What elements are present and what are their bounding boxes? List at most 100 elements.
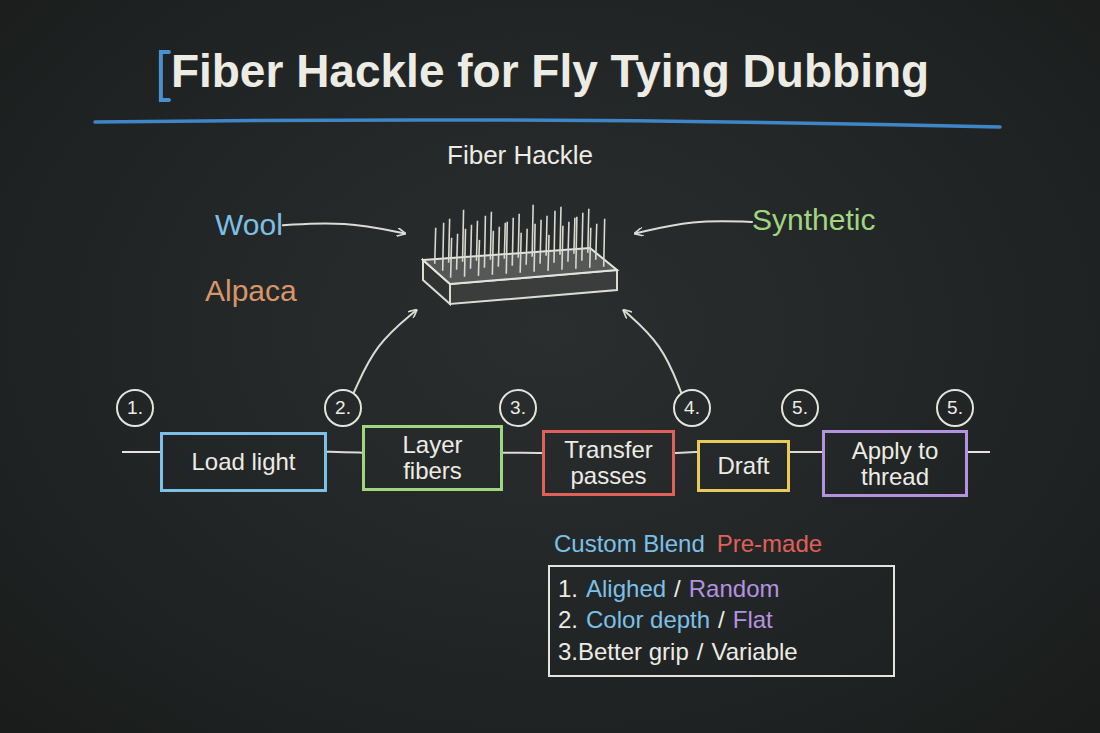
hackle-illustration: Fiber Hackle [405, 140, 635, 310]
hackle-pin [451, 238, 452, 278]
step-text: Layer fibers [374, 432, 491, 484]
table-cell: Alighed [586, 573, 666, 604]
timeline-link [503, 452, 542, 454]
hackle-pin [435, 228, 436, 264]
hackle-pin [484, 216, 485, 268]
hackle-pin [465, 229, 466, 277]
hackle-pin [470, 225, 471, 269]
table-cell: Flat [733, 604, 773, 635]
table-row: 3.Better grip /Variable [558, 636, 883, 667]
hackle-pin [562, 226, 563, 270]
table-frame: 1.Alighed/Random2.Color depth/Flat3.Bett… [548, 565, 895, 677]
hackle-pin [490, 212, 491, 260]
step-number-text: 4. [684, 397, 700, 419]
hackle-pin [492, 231, 493, 275]
step-number: 4. [673, 389, 711, 427]
hackle-pin [574, 218, 575, 254]
timeline-link [327, 451, 362, 454]
table-cell: 3.Better grip [558, 636, 689, 667]
table-cell: Random [689, 573, 780, 604]
table-cell: 1. [558, 573, 578, 604]
step-text: Load light [191, 449, 295, 475]
material-label: Alpaca [205, 274, 297, 308]
step-number: 5. [936, 389, 974, 427]
hackle-pin [548, 235, 549, 271]
step-text: Draft [717, 453, 769, 479]
hackle-pin [568, 222, 569, 262]
hackle-pin [520, 233, 521, 273]
flow-arrow [624, 310, 682, 392]
step-number: 2. [324, 389, 362, 427]
hackle-pin [596, 224, 597, 260]
step-number: 3. [499, 389, 537, 427]
step-number-text: 3. [510, 397, 526, 419]
hackle-pin [478, 240, 479, 276]
hackle-pin [476, 221, 477, 261]
table-header: Custom Blend Pre-made [548, 528, 895, 559]
hackle-pin [546, 216, 547, 256]
hackle-pin [512, 218, 513, 266]
flow-arrow [354, 310, 417, 392]
step-box: Transfer passes [542, 430, 675, 496]
step-number-text: 5. [947, 397, 963, 419]
hackle-pin [463, 210, 464, 262]
step-number: 5. [781, 389, 819, 427]
hackle-pin [582, 213, 583, 261]
table-heading: Pre-made [717, 528, 822, 559]
hackle-pin [554, 211, 555, 263]
material-text: Wool [215, 208, 283, 243]
timeline-stub [968, 451, 990, 453]
step-box: Layer fibers [362, 425, 503, 491]
flow-arrow [635, 221, 752, 233]
material-label: Wool [215, 208, 283, 243]
step-number: 1. [116, 389, 154, 427]
hackle-pin [576, 217, 577, 269]
timeline-stub [122, 451, 160, 453]
step-box: Load light [160, 432, 327, 492]
table-row: 1. Alighed / Random [558, 573, 883, 604]
table-cell: / [697, 636, 704, 667]
hackle-pin [532, 205, 533, 257]
hackle-pin [498, 227, 499, 267]
hackle-pin [590, 228, 591, 268]
hackle-pin [588, 209, 589, 253]
hackle-pin [560, 207, 561, 255]
table-cell: Color depth [586, 604, 710, 635]
hackle-pin [534, 224, 535, 272]
material-label: Synthetic [752, 203, 875, 238]
comparison-table: Custom BlendPre-made1.Alighed/Random2.Co… [548, 528, 895, 677]
step-text: Transfer passes [554, 437, 663, 489]
hackle-pin [504, 223, 505, 259]
step-box: Draft [697, 440, 790, 492]
step-box: Apply to thread [822, 430, 968, 497]
title-bracket [161, 52, 169, 100]
table-row: 2. Color depth / Flat [558, 604, 883, 635]
hackle-pin [540, 220, 541, 264]
step-number-text: 2. [335, 397, 351, 419]
table-heading: Custom Blend [554, 528, 705, 559]
hackle-pin [604, 219, 605, 267]
hackle-heading: Fiber Hackle [405, 140, 635, 171]
flow-arrow [283, 223, 405, 233]
material-text: Synthetic [752, 203, 875, 238]
title-underline [95, 120, 1000, 127]
hackle-pin [506, 222, 507, 274]
hackle-pin [443, 223, 444, 271]
table-cell: Variable [711, 636, 797, 667]
timeline-link [790, 451, 822, 453]
step-text: Apply to thread [834, 438, 956, 490]
hackle-pin [449, 219, 450, 263]
table-cell: / [718, 604, 725, 635]
step-number-text: 1. [127, 397, 143, 419]
step-number-text: 5. [792, 397, 808, 419]
table-cell: 2. [558, 604, 578, 635]
hackle-pin [526, 229, 527, 265]
timeline-link [675, 452, 697, 453]
hackle-pin [518, 214, 519, 258]
diagram-title: Fiber Hackle for Fly Tying Dubbing [0, 44, 1100, 98]
table-cell: / [674, 573, 681, 604]
